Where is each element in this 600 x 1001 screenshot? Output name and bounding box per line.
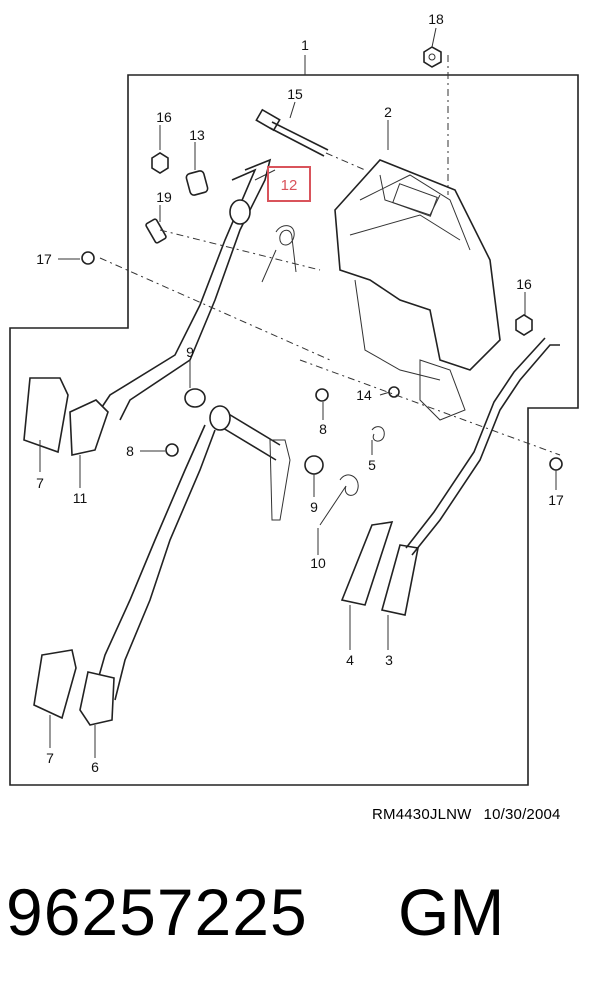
callout-17-left[interactable]: 17 — [36, 251, 52, 267]
brand-label: GM — [398, 875, 505, 949]
assembly-boundary — [9, 74, 579, 786]
return-spring-drawing — [261, 225, 297, 283]
drawing-date: 10/30/2004 — [483, 806, 561, 823]
callout-8-lower[interactable]: 8 — [126, 443, 134, 459]
part-number: 96257225 — [6, 875, 308, 949]
callout-11[interactable]: 11 — [73, 490, 88, 506]
brake-pedal-arm-drawing — [33, 388, 291, 726]
callout-8-upper[interactable]: 8 — [319, 421, 327, 437]
callout-18[interactable]: 18 — [428, 11, 444, 27]
nut-drawing — [423, 46, 449, 195]
drawing-code: RM4430JLNW — [372, 806, 472, 823]
callout-labels: 1 2 3 4 5 6 7 7 8 8 9 9 10 11 13 14 15 1… — [36, 11, 564, 775]
clutch-pedal-arm-drawing — [23, 158, 272, 456]
callout-7-upper[interactable]: 7 — [36, 475, 44, 491]
callout-1[interactable]: 1 — [301, 37, 309, 53]
highlight-box — [267, 166, 311, 202]
callout-9-upper[interactable]: 9 — [186, 344, 194, 360]
bolt-drawing — [255, 108, 366, 171]
callout-9-lower[interactable]: 9 — [310, 499, 318, 515]
callout-4[interactable]: 4 — [346, 652, 354, 668]
callout-17-right[interactable]: 17 — [548, 492, 564, 508]
callout-2[interactable]: 2 — [384, 104, 392, 120]
leader-18 — [431, 27, 437, 48]
callout-15[interactable]: 15 — [287, 86, 303, 102]
callout-19[interactable]: 19 — [156, 189, 172, 205]
callout-16-lower[interactable]: 16 — [516, 276, 532, 292]
callout-6[interactable]: 6 — [91, 759, 99, 775]
leader-lines — [39, 101, 557, 758]
pedal-bracket-drawing — [334, 159, 501, 421]
callout-13[interactable]: 13 — [189, 127, 205, 143]
drawing-reference: RM4430JLNW 10/30/2004 — [372, 806, 561, 823]
small-parts-drawing — [145, 152, 321, 271]
callout-10[interactable]: 10 — [310, 555, 326, 571]
leader-12 — [254, 169, 276, 181]
callout-3[interactable]: 3 — [385, 652, 393, 668]
callout-14[interactable]: 14 — [356, 387, 372, 403]
callout-7-lower[interactable]: 7 — [46, 750, 54, 766]
callout-16-upper[interactable]: 16 — [156, 109, 172, 125]
callout-5[interactable]: 5 — [368, 457, 376, 473]
pedal-assembly-diagram: 12 1 2 3 4 5 6 7 7 8 8 9 9 10 11 13 14 1… — [9, 11, 579, 786]
accelerator-pedal-drawing — [340, 337, 560, 616]
callout-12-highlighted[interactable]: 12 — [281, 177, 298, 194]
